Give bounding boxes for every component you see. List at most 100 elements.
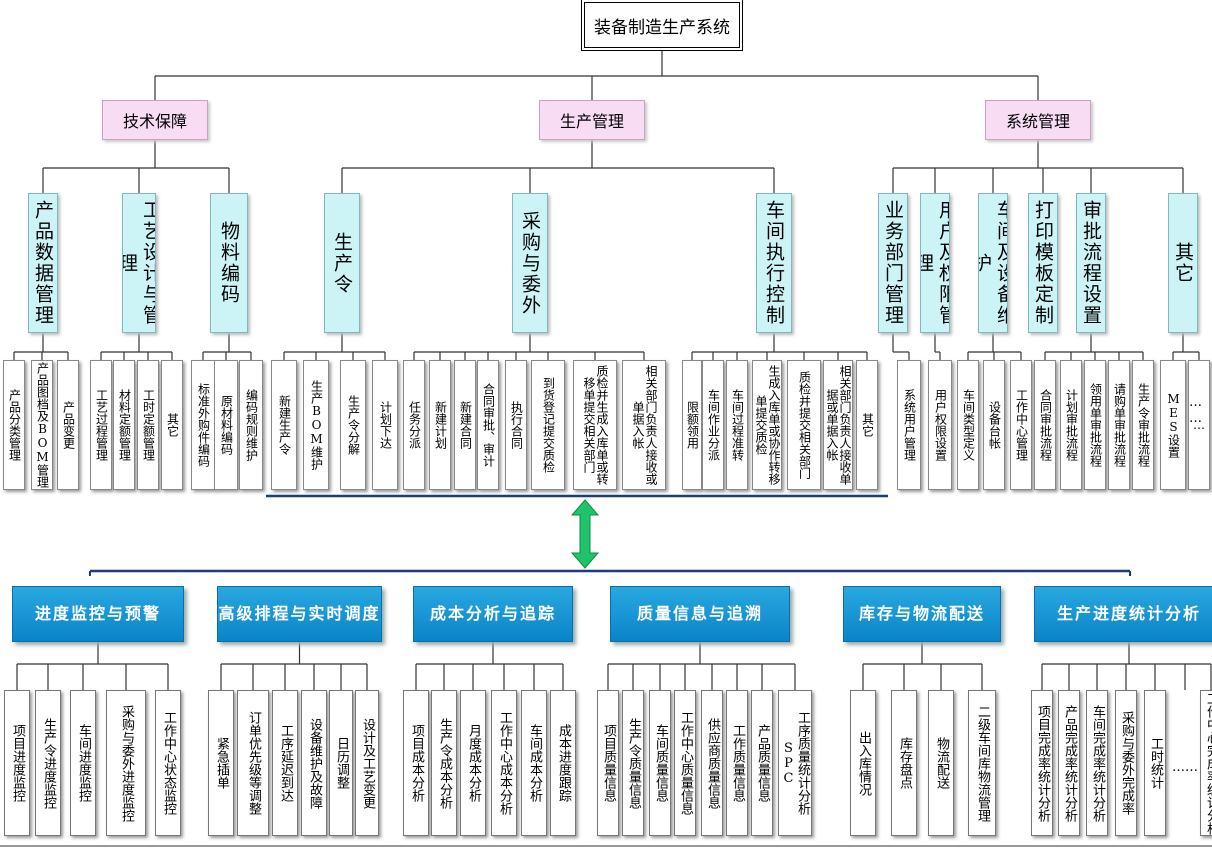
module-item-label: 工时统计 bbox=[1148, 737, 1163, 789]
leaf-label: 计划审批流程 bbox=[1064, 389, 1079, 461]
leaf-label: 车间作业分派 bbox=[706, 389, 721, 461]
section-sys: 系统管理 bbox=[985, 100, 1091, 140]
module-item-b5-3: 二级车间库物流管理 bbox=[968, 690, 996, 836]
leaf-g1-2: 产品变更 bbox=[57, 360, 79, 490]
module-item-label: 供应商质量信息 bbox=[705, 717, 720, 809]
module-item-label: 项目成本分析 bbox=[409, 724, 424, 802]
leaf-label: 工艺过程管理 bbox=[94, 389, 109, 461]
group-g2: 工艺设计与管理 bbox=[122, 193, 156, 333]
module-item-b2-0: 紧急插单 bbox=[208, 690, 234, 836]
group-g7: 业务部门管理 bbox=[878, 193, 908, 333]
module-b1: 进度监控与预警 bbox=[12, 586, 184, 642]
module-item-b6-6: 工作中心完成率统计分析 bbox=[1200, 690, 1212, 836]
module-item-label: 成本进度跟踪 bbox=[556, 724, 571, 802]
leaf-label: 材料定额管理 bbox=[117, 389, 132, 461]
module-item-b6-1: 产品完成率统计分析 bbox=[1058, 690, 1080, 836]
module-item-b4-7: 工序质量统计分析SPC bbox=[778, 690, 812, 836]
module-item-b6-5: …… bbox=[1172, 760, 1198, 775]
module-item-label: 采购与委外进度监控 bbox=[119, 704, 134, 822]
module-item-label: 工作中心成本分析 bbox=[497, 711, 512, 815]
leaf-label: 任务分派 bbox=[407, 401, 422, 449]
leaf-g1-1: 产品图档及BOM管理 bbox=[31, 360, 53, 490]
module-item-b4-2: 车间质量信息 bbox=[649, 690, 671, 836]
module-item-b2-1: 订单优先级等调整 bbox=[237, 690, 269, 836]
module-item-label: 工作中心质量信息 bbox=[678, 711, 693, 815]
leaf-label: 质检并生成入库单或转移单提交相关部门 bbox=[582, 365, 609, 485]
module-item-b6-4: 工时统计 bbox=[1144, 690, 1166, 836]
leaf-g6-3: 生成入库单或协作转移单提交质检 bbox=[752, 360, 782, 490]
module-b6: 生产进度统计分析 bbox=[1034, 586, 1212, 642]
module-item-b4-6: 产品质量信息 bbox=[751, 690, 773, 836]
group-label: 工艺设计与管理 bbox=[122, 200, 156, 326]
leaf-g12-1: … bbox=[1188, 360, 1210, 490]
module-item-b4-4: 供应商质量信息 bbox=[701, 690, 723, 836]
leaf-label: 新建合同 bbox=[458, 401, 473, 449]
module-item-b2-3: 设备维护及故障 bbox=[301, 690, 327, 836]
module-item-label: 库存盘点 bbox=[897, 737, 912, 789]
module-item-label: 生产令进度监控 bbox=[41, 717, 56, 809]
group-label: 打印模板定制 bbox=[1032, 200, 1054, 326]
module-b3: 成本分析与追踪 bbox=[413, 586, 573, 642]
leaf-label: 工时定额管理 bbox=[141, 389, 156, 461]
leaf-label: 生产BOM维护 bbox=[309, 380, 324, 470]
leaf-g2-0: 工艺过程管理 bbox=[90, 360, 112, 490]
leaf-label: 相关部门负责人接收单据或单据入帐 bbox=[825, 365, 852, 485]
leaf-label: 设备台帐 bbox=[987, 401, 1002, 449]
section-tech: 技术保障 bbox=[102, 100, 208, 140]
group-label: 生产令 bbox=[331, 231, 353, 295]
module-item-label: 工序延迟到达 bbox=[278, 724, 293, 802]
leaf-g6-5: 相关部门负责人接收单据或单据入帐 bbox=[823, 360, 853, 490]
group-label: 车间及设备维护 bbox=[978, 200, 1008, 326]
module-item-label: …… bbox=[1172, 760, 1198, 775]
leaf-g2-3: 其它 bbox=[161, 360, 183, 490]
leaf-g11-3: 请购单审批流程 bbox=[1108, 360, 1130, 490]
module-item-label: 车间完成率统计分析 bbox=[1090, 704, 1105, 822]
leaf-label: 其它 bbox=[860, 413, 875, 437]
leaf-g4-2: 生产令分解 bbox=[340, 360, 366, 490]
leaf-g9-0: 车间类型定义 bbox=[957, 360, 979, 490]
group-g10: 打印模板定制 bbox=[1028, 193, 1058, 333]
group-label: 物料编码 bbox=[218, 221, 240, 305]
module-item-b3-5: 成本进度跟踪 bbox=[550, 690, 576, 836]
leaf-g3-0: 标准外购件编码 bbox=[191, 360, 215, 490]
leaf-label: 新建生产令 bbox=[277, 395, 292, 455]
leaf-label: 车间过程准转 bbox=[730, 389, 745, 461]
leaf-label: 产品分类管理 bbox=[7, 389, 22, 461]
leaf-g5-6: 质检并生成入库单或转移单提交相关部门 bbox=[573, 360, 617, 490]
module-item-label: 工作质量信息 bbox=[730, 724, 745, 802]
module-item-b5-0: 出入库情况 bbox=[850, 690, 876, 836]
group-g9: 车间及设备维护 bbox=[978, 193, 1008, 333]
leaf-label: MES设置 bbox=[1166, 392, 1181, 458]
module-item-b5-2: 物流配送 bbox=[928, 690, 954, 836]
module-item-label: 产品完成率统计分析 bbox=[1062, 704, 1077, 822]
module-item-b1-0: 项目进度监控 bbox=[4, 690, 30, 836]
leaf-g12-0: MES设置 bbox=[1160, 360, 1186, 490]
leaf-label: 计划下达 bbox=[378, 401, 393, 449]
module-item-label: 出入库情况 bbox=[856, 730, 871, 796]
module-item-b1-3: 采购与委外进度监控 bbox=[106, 690, 146, 836]
leaf-label: 请购单审批流程 bbox=[1112, 383, 1127, 467]
leaf-g6-1: 车间作业分派 bbox=[702, 360, 724, 490]
leaf-g6-0: 限额领用 bbox=[682, 360, 702, 490]
leaf-g11-1: 计划审批流程 bbox=[1060, 360, 1082, 490]
module-item-label: 工作中心状态监控 bbox=[161, 711, 176, 815]
leaf-label: 工作中心管理 bbox=[1014, 389, 1029, 461]
module-item-label: 生产令质量信息 bbox=[626, 717, 641, 809]
module-b2: 高级排程与实时调度 bbox=[217, 586, 382, 642]
module-item-label: 日历调整 bbox=[334, 737, 349, 789]
group-g4: 生产令 bbox=[324, 193, 360, 333]
leaf-g4-3: 计划下达 bbox=[372, 360, 398, 490]
leaf-g5-1: 新建计划 bbox=[429, 360, 451, 490]
module-item-b2-5: 设计及工艺变更 bbox=[355, 690, 379, 836]
module-item-b6-0: 项目完成率统计分析 bbox=[1031, 690, 1053, 836]
group-g6: 车间执行控制 bbox=[756, 193, 792, 333]
module-item-label: 车间质量信息 bbox=[653, 724, 668, 802]
leaf-label: 车间类型定义 bbox=[961, 389, 976, 461]
double-arrow-icon bbox=[570, 499, 600, 569]
leaf-label: 原材料编码 bbox=[219, 395, 234, 455]
leaf-g5-0: 任务分派 bbox=[403, 360, 425, 490]
leaf-g5-4: 执行合同 bbox=[505, 360, 527, 490]
leaf-g5-7: 相关部门负责人接收或单据入帐 bbox=[622, 360, 666, 490]
leaf-label: 标准外购件编码 bbox=[196, 383, 211, 467]
